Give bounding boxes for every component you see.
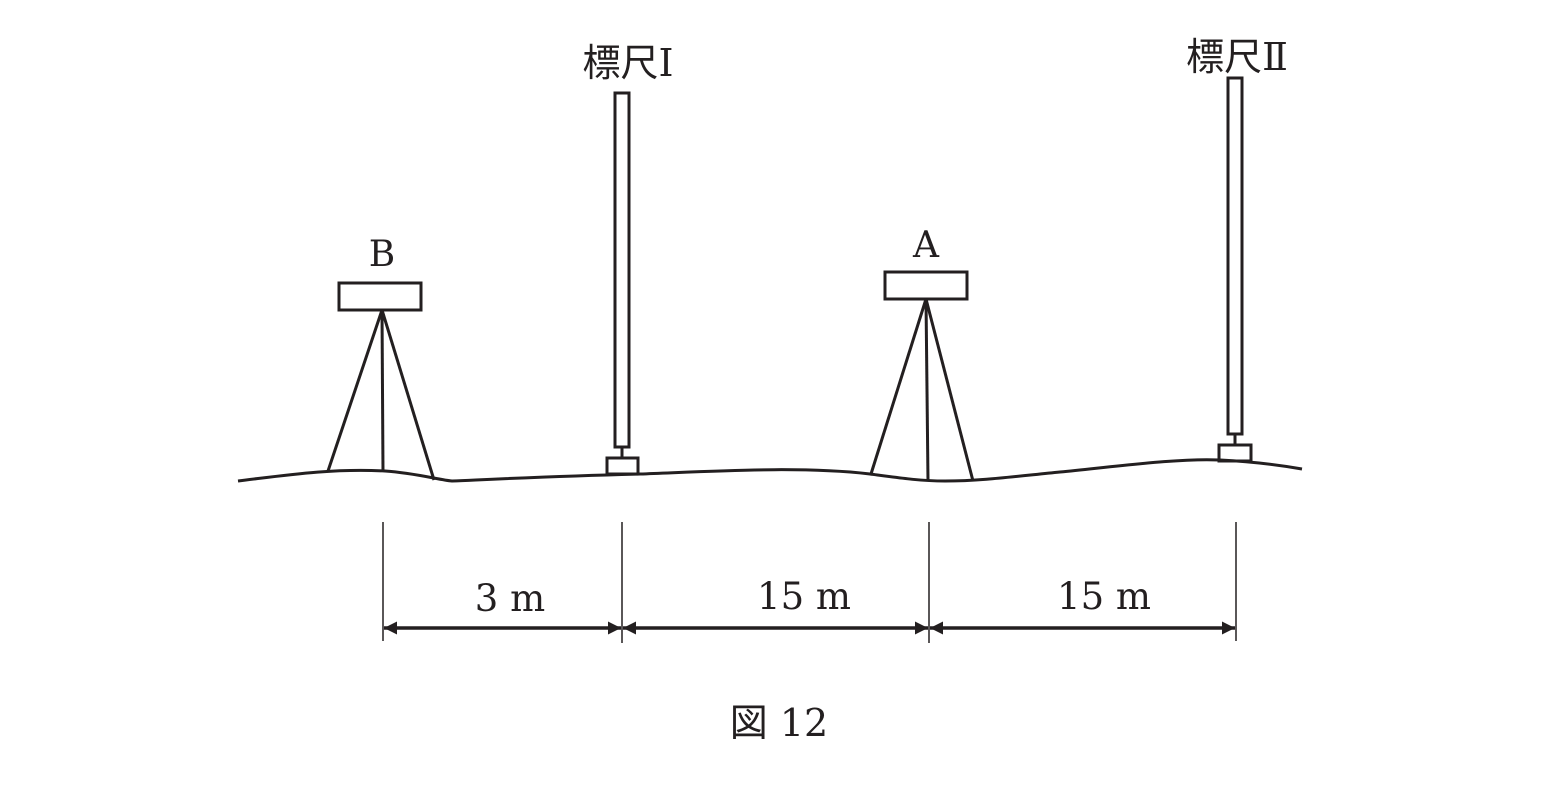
tripod-leg — [380, 309, 436, 481]
level-a-instrument — [883, 270, 969, 301]
level-b-label: B — [369, 234, 395, 275]
staff-2-rod — [1226, 76, 1244, 436]
distance-a-staff2-label: 15 m — [1057, 575, 1151, 618]
ground-line — [237, 458, 1303, 483]
distance-b-staff1-label: 3 m — [475, 577, 545, 620]
staff-1-label: 標尺Ⅰ — [582, 41, 673, 85]
tripod-leg — [869, 298, 928, 475]
tripod-leg — [326, 309, 384, 472]
staff-1 — [605, 91, 640, 476]
staff-2-base — [1217, 443, 1253, 463]
distance-staff1-a-label: 15 m — [757, 575, 851, 618]
staff-1-rod — [613, 91, 631, 449]
staff-2 — [1217, 76, 1253, 463]
tripod-leg — [380, 309, 385, 473]
level-b-tripod — [326, 281, 436, 481]
staff-2-label: 標尺Ⅱ — [1186, 35, 1288, 79]
level-a-label: A — [912, 225, 940, 266]
level-a-tripod — [869, 270, 975, 482]
tripod-leg — [924, 298, 930, 482]
tripod-leg — [924, 298, 975, 482]
figure-caption: 図 12 — [730, 701, 828, 745]
level-b-instrument — [337, 281, 423, 312]
staff-1-base — [605, 456, 640, 476]
